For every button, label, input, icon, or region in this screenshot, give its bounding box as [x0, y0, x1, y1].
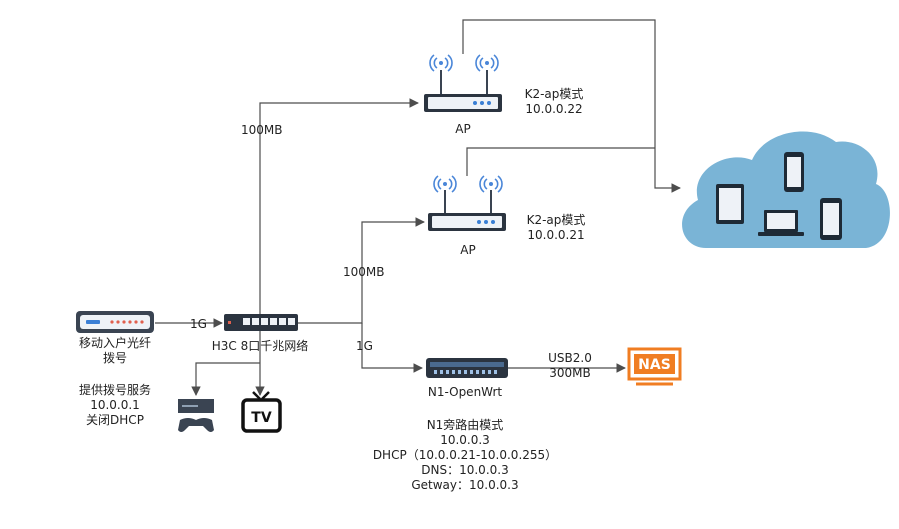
nas-icon: NAS	[627, 347, 682, 386]
link-ap-mid-cloud	[466, 147, 655, 176]
access-point-mid-icon	[428, 175, 506, 231]
ap-mid-note-line1: K2-ap模式	[526, 213, 586, 227]
n1-note: N1旁路由模式 10.0.0.3 DHCP（10.0.0.21-10.0.0.2…	[360, 418, 570, 493]
n1-note-line1: N1旁路由模式	[426, 418, 504, 432]
tv-label: TV	[251, 410, 272, 426]
switch-icon	[224, 314, 298, 331]
link-switch-gamebox	[191, 362, 260, 396]
access-point-top-icon	[424, 54, 502, 112]
game-console-icon	[178, 399, 214, 432]
fiber-router-label-line1: 移动入户光纤	[78, 336, 151, 350]
link-switch-ap-top	[259, 98, 419, 315]
fiber-router-note-line1: 提供拨号服务	[78, 383, 151, 397]
link-ap-top-cloud	[462, 19, 681, 193]
tv-icon: TV	[241, 391, 282, 433]
fiber-router-icon	[76, 311, 154, 333]
ap-top-note-line1: K2-ap模式	[524, 87, 584, 101]
phone-icon	[820, 198, 842, 240]
n1-label: N1-OpenWrt	[427, 385, 503, 399]
ap-mid-note: K2-ap模式 10.0.0.21	[516, 213, 596, 243]
n1-note-line2: 10.0.0.3	[440, 433, 490, 447]
fiber-router-note-line3: 关闭DHCP	[86, 413, 144, 427]
link-label-switch-ap-mid: 100MB	[343, 265, 385, 279]
ap-mid-note-line2: 10.0.0.21	[527, 228, 585, 242]
switch-label: H3C 8口千兆网络	[211, 339, 309, 353]
n1-openwrt-icon	[426, 358, 508, 378]
n1-note-line4: DNS：10.0.0.3	[421, 463, 509, 477]
smartphone-icon	[784, 152, 804, 192]
link-label-switch-ap-top: 100MB	[241, 123, 283, 137]
fiber-router-note: 提供拨号服务 10.0.0.1 关闭DHCP	[70, 383, 160, 428]
link-switch-ap-mid	[298, 217, 425, 324]
link-label-n1-nas-line1: USB2.0	[548, 351, 592, 365]
ap-top-note: K2-ap模式 10.0.0.22	[514, 87, 594, 117]
laptop-icon	[758, 210, 804, 236]
link-label-n1-nas: USB2.0 300MB	[540, 351, 600, 381]
link-label-n1-nas-line2: 300MB	[549, 366, 591, 380]
link-label-router-switch: 1G	[190, 317, 207, 331]
ap-mid-label: AP	[460, 243, 476, 257]
fiber-router-note-line2: 10.0.0.1	[90, 398, 140, 412]
client-devices-cloud-icon	[682, 131, 890, 248]
link-label-switch-n1: 1G	[356, 339, 373, 353]
tablet-icon	[716, 184, 744, 224]
n1-note-line5: Getway：10.0.0.3	[411, 478, 519, 492]
ap-top-note-line2: 10.0.0.22	[525, 102, 583, 116]
link-switch-n1	[361, 323, 423, 373]
connectors	[155, 19, 681, 396]
nas-label: NAS	[638, 357, 671, 373]
fiber-router-label: 移动入户光纤 拨号	[70, 336, 160, 366]
n1-note-line3: DHCP（10.0.0.21-10.0.0.255）	[372, 448, 558, 462]
fiber-router-label-line2: 拨号	[102, 351, 127, 365]
ap-top-label: AP	[455, 122, 471, 136]
